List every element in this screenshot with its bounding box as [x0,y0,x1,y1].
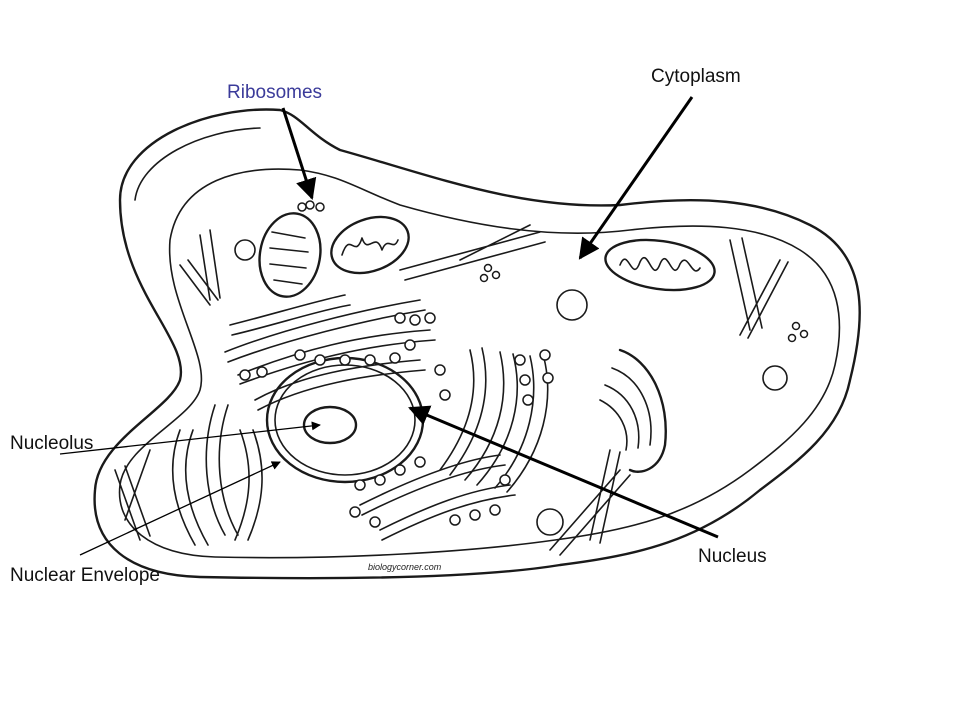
nuclear-envelope-outer [265,356,425,484]
vesicles [234,239,788,536]
membrane-fold [134,127,261,201]
nuclear-envelope-line [79,461,281,556]
centrioles [114,224,789,556]
watermark-text: biologycorner.com [368,562,442,572]
golgi [359,347,667,541]
nucleus-label: Nucleus [698,546,767,567]
cytoplasm-label: Cytoplasm [651,66,741,87]
ribosome-dots [239,200,809,528]
nucleolus-shape [302,405,358,445]
rough-er [224,294,436,411]
nucleus-arrow [408,405,719,539]
mitochondria [258,212,716,298]
nucleolus-label: Nucleolus [10,433,94,454]
nucleolus-line [59,421,321,455]
smooth-er [171,404,263,546]
cell-membrane-outer [93,108,861,580]
ribosomes-arrow [281,107,317,200]
cytoplasm-arrow [578,96,694,260]
ribosomes-label: Ribosomes [227,82,323,103]
nuclear-envelope-label: Nuclear Envelope [10,565,160,586]
cell-membrane-inner [118,168,841,559]
